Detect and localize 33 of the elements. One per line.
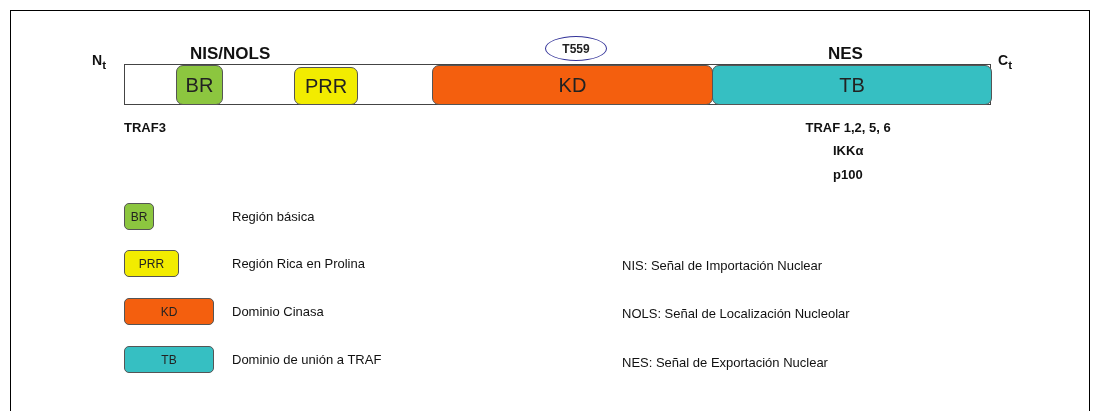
domain-label: T559 <box>562 41 590 56</box>
domain-label: KD <box>160 304 178 319</box>
signal-label: NES <box>828 44 863 64</box>
binding-partner-text: TRAF3 <box>124 120 166 135</box>
terminus-label: C$_{t}$ <box>998 52 1012 71</box>
legend-swatch <box>124 203 154 230</box>
domain-label: PRR <box>304 74 348 98</box>
domain-label: BR <box>185 73 214 97</box>
domain-block <box>432 65 713 105</box>
domain-label: BR <box>130 209 148 224</box>
abbreviation-note: NIS: Señal de Importación Nuclear <box>622 258 823 273</box>
legend-swatch <box>124 250 179 277</box>
legend-text: Dominio Cinasa <box>232 304 324 319</box>
domain-label: TB <box>839 73 865 97</box>
terminus-label: N$_{t}$ <box>92 52 106 71</box>
legend-swatch <box>124 298 214 325</box>
domain-label: PRR <box>138 256 165 271</box>
legend-text: Dominio de unión a TRAF <box>232 352 382 367</box>
legend-text: Región básica <box>232 209 315 224</box>
binding-partner-text: TRAF 1,2, 5, 6 <box>805 120 891 135</box>
signal-label: NIS/NOLS <box>190 44 271 64</box>
abbreviation-note: NES: Señal de Exportación Nuclear <box>622 355 828 370</box>
legend-text: Región Rica en Prolina <box>232 256 365 271</box>
abbreviation-note: NOLS: Señal de Localización Nucleolar <box>622 306 850 321</box>
domain-block <box>294 67 358 105</box>
domain-label: TB <box>161 352 177 367</box>
domain-block <box>712 65 992 105</box>
domain-label: KD <box>558 73 587 97</box>
domain-block <box>176 65 223 105</box>
protein-bar <box>124 64 991 105</box>
binding-partner-text: IKKα <box>833 143 864 158</box>
legend-swatch <box>124 346 214 373</box>
binding-partner-text: p100 <box>833 167 863 182</box>
